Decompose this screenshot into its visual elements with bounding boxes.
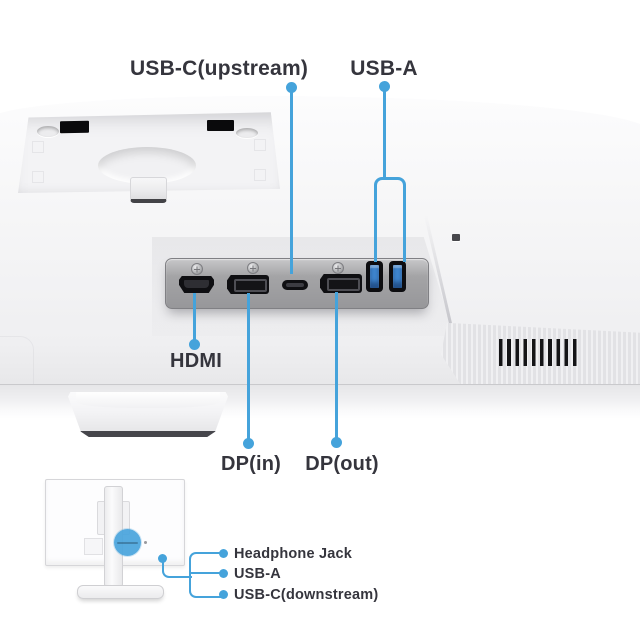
screw-icon bbox=[247, 262, 259, 274]
usb-c-port-slot bbox=[286, 283, 304, 287]
vesa-slot-left bbox=[60, 120, 89, 134]
side-port-slot-line bbox=[117, 541, 138, 544]
mini-monitor-port-recess bbox=[84, 538, 103, 555]
leader-bracket-usb-a bbox=[374, 177, 406, 262]
callout-dot-usb-c-downstream bbox=[218, 589, 228, 599]
callout-dot-usb-a bbox=[379, 81, 390, 92]
kensington-lock-slot bbox=[452, 234, 460, 241]
leader-line-dp-out bbox=[335, 292, 338, 441]
stand-mount-cover-rim bbox=[68, 431, 228, 437]
vent-grille bbox=[499, 339, 580, 366]
callout-dot-dp-in bbox=[243, 438, 254, 449]
label-hdmi: HDMI bbox=[170, 350, 222, 372]
vesa-corner-mark bbox=[32, 171, 44, 183]
label-dp-in: DP(in) bbox=[220, 453, 282, 475]
vesa-corner-mark bbox=[254, 169, 266, 181]
vesa-slot-right bbox=[207, 120, 234, 131]
callout-dot-headphone bbox=[218, 548, 228, 558]
leader-branch-headphone bbox=[189, 551, 226, 576]
leader-line-usb-c-upstream bbox=[290, 92, 293, 274]
hdmi-port bbox=[179, 276, 214, 293]
label-usb-a-side: USB-A bbox=[234, 566, 281, 582]
usb-a-port-2 bbox=[389, 261, 406, 292]
vesa-corner-mark bbox=[254, 139, 266, 151]
callout-dot-dp-out bbox=[331, 437, 342, 448]
dp-in-port bbox=[227, 275, 269, 294]
vesa-hole-left bbox=[37, 126, 59, 137]
dp-in-port-slot bbox=[234, 279, 267, 292]
leader-line-dp-in bbox=[247, 293, 250, 442]
mini-monitor-button-dot bbox=[144, 541, 147, 544]
rear-port-panel bbox=[165, 258, 429, 309]
leader-branch-usb-a bbox=[190, 571, 224, 575]
screw-icon bbox=[332, 262, 344, 274]
leader-branch-usb-c-downstream bbox=[189, 572, 226, 598]
leader-elbow-side-ports bbox=[161, 560, 192, 578]
callout-dot-usb-a-side bbox=[218, 568, 228, 578]
label-usb-a-top: USB-A bbox=[350, 57, 418, 80]
mini-monitor-stand-base bbox=[77, 585, 164, 599]
dp-out-port-slot bbox=[327, 278, 360, 291]
dp-out-port bbox=[320, 274, 362, 293]
stand-release-tab bbox=[130, 177, 167, 203]
leader-line-usb-a-stem bbox=[383, 91, 386, 179]
usb-a-port-1 bbox=[366, 261, 383, 292]
label-dp-out: DP(out) bbox=[305, 453, 379, 475]
callout-dot-hdmi bbox=[189, 339, 200, 350]
stand-mount-cover bbox=[68, 392, 228, 437]
label-usb-c-upstream: USB-C(upstream) bbox=[129, 57, 309, 80]
stand-mount-cover-top-face bbox=[76, 392, 220, 408]
vesa-corner-mark bbox=[32, 141, 44, 153]
usb-c-upstream-port bbox=[282, 280, 308, 290]
callout-dot-usb-c-upstream bbox=[286, 82, 297, 93]
side-ports-highlight-circle bbox=[114, 529, 141, 556]
usb-a-port-1-tongue bbox=[370, 265, 379, 288]
label-usb-c-downstream: USB-C(downstream) bbox=[234, 587, 379, 603]
usb-a-port-2-tongue bbox=[393, 265, 402, 288]
hdmi-port-slot bbox=[184, 280, 209, 288]
screw-icon bbox=[191, 263, 203, 275]
callout-dot-side-ports bbox=[158, 553, 167, 563]
vesa-hole-right bbox=[236, 128, 258, 138]
label-headphone-jack: Headphone Jack bbox=[234, 546, 353, 562]
leader-line-hdmi bbox=[193, 293, 196, 343]
